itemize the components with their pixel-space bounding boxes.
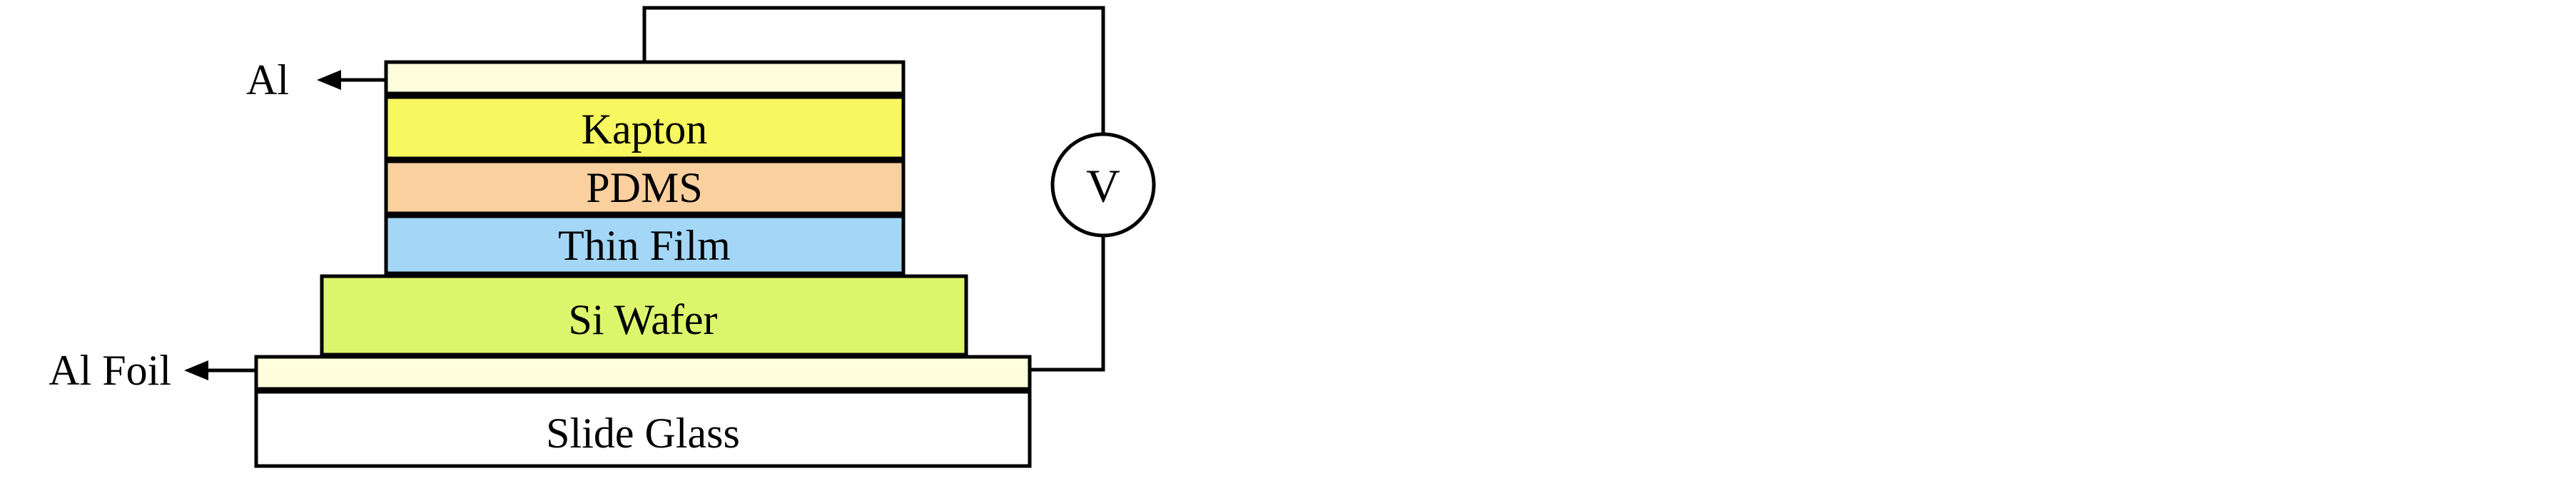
si-wafer-layer	[320, 274, 968, 357]
al-foil-arrow-head	[184, 360, 208, 380]
slide-glass-label: Slide Glass	[546, 410, 740, 457]
thin-film-layer	[384, 214, 906, 275]
al-foil-label: Al Foil	[49, 347, 171, 394]
voltmeter-circle	[1050, 132, 1156, 238]
thin-film-label: Thin Film	[558, 222, 731, 269]
pdms-label: PDMS	[586, 164, 702, 211]
al-electrode-layer	[384, 60, 906, 96]
al-foil-layer	[254, 355, 1032, 391]
pdms-layer	[384, 159, 906, 216]
kapton-layer	[384, 95, 906, 161]
al-label: Al	[246, 56, 289, 103]
al-arrow-head	[317, 70, 341, 90]
circuit-wire	[642, 6, 1105, 372]
kapton-label: Kapton	[582, 106, 708, 153]
slide-glass-layer	[254, 390, 1032, 468]
voltmeter-label: V	[1086, 161, 1120, 213]
si-wafer-label: Si Wafer	[568, 296, 717, 343]
